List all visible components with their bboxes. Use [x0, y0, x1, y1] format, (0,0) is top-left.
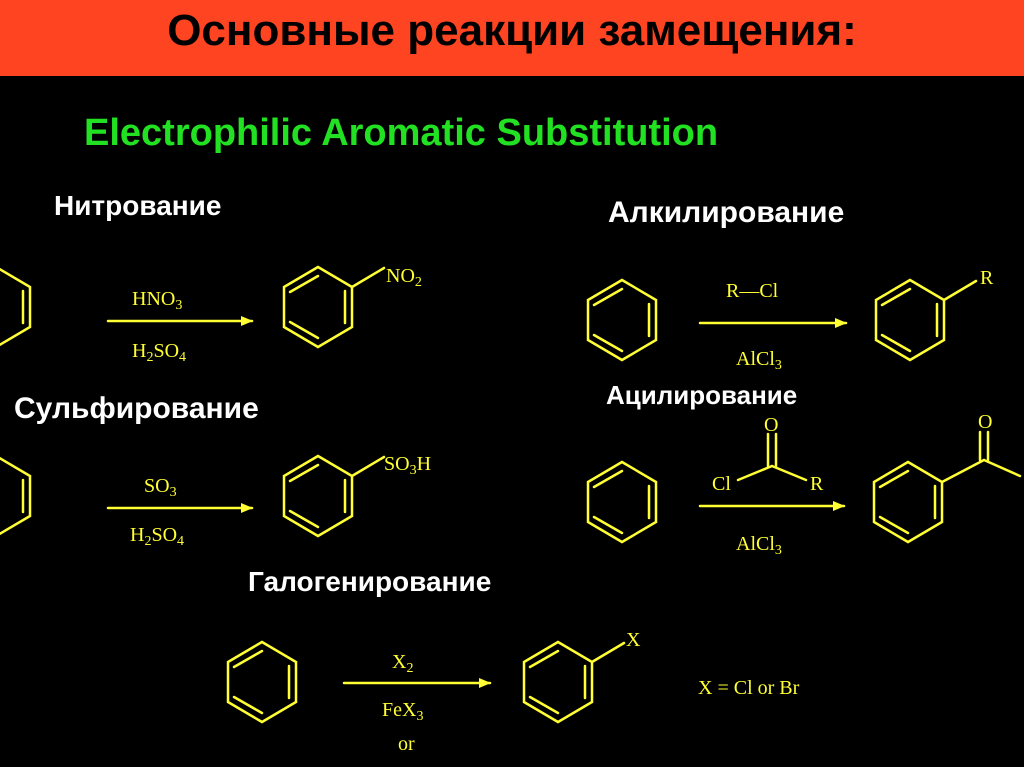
sulfo-bond — [350, 455, 386, 478]
benzene-ring-alkylation-product — [874, 278, 978, 362]
acyl-bond — [940, 458, 986, 484]
alkylation-reagent: R—Cl — [726, 280, 779, 302]
benzene-ring-alkylation-reactant — [586, 278, 658, 362]
halogen-bond — [590, 641, 626, 664]
nitration-label: Нитрование — [54, 190, 222, 221]
nitration-substituent: NO2 — [386, 265, 422, 290]
benzene-ring-acylation-reactant — [586, 460, 658, 544]
acylation-reagent-r: R — [810, 473, 824, 495]
acylation-catalyst: AlCl3 — [736, 533, 782, 558]
acylation-reagent-chlorine: Cl — [712, 473, 731, 495]
nitro-bond — [350, 266, 386, 289]
halogenation-catalyst: FeX3 — [382, 699, 423, 724]
halogenation-label: Галогенирование — [248, 566, 492, 597]
benzene-ring-halogenation-product — [522, 640, 626, 724]
page-title: Основные реакции замещения: — [167, 6, 857, 55]
sulfonation-catalyst: H2SO4 — [130, 524, 184, 549]
alkylation-catalyst: AlCl3 — [736, 348, 782, 373]
alkylation-label: Алкилирование — [608, 196, 845, 229]
nitration-catalyst: H2SO4 — [132, 340, 186, 365]
benzene-ring-sulfonation-reactant — [0, 456, 32, 536]
sulfonation-label: Сульфирование — [14, 392, 259, 425]
benzene-ring-acylation-product — [872, 430, 1022, 544]
halogenation-catalyst-alt: or — [398, 733, 415, 755]
acylation-product-oxygen: O — [978, 411, 992, 433]
sulfonation-substituent: SO3H — [384, 453, 431, 478]
halogenation-reagent: X2 — [392, 651, 413, 676]
nitration-reagent: HNO3 — [132, 288, 182, 313]
diagram-subtitle: Electrophilic Aromatic Substitution — [84, 112, 719, 154]
sulfonation-reagent: SO3 — [144, 475, 177, 500]
benzene-ring-nitration-product — [282, 265, 386, 349]
acylation-label: Ацилирование — [606, 380, 798, 410]
alkyl-bond — [942, 279, 978, 302]
halogenation-substituent: X — [626, 629, 641, 651]
alkylation-substituent: R — [980, 267, 994, 289]
halogenation-note: X = Cl or Br — [698, 677, 800, 699]
benzene-ring-sulfonation-product — [282, 454, 386, 538]
benzene-ring-nitration-reactant — [0, 267, 32, 347]
title-banner: Основные реакции замещения: — [0, 0, 1024, 76]
acyl-chloride-structure — [736, 432, 808, 482]
acylation-reagent-oxygen: O — [764, 414, 778, 436]
benzene-ring-halogenation-reactant — [226, 640, 298, 724]
